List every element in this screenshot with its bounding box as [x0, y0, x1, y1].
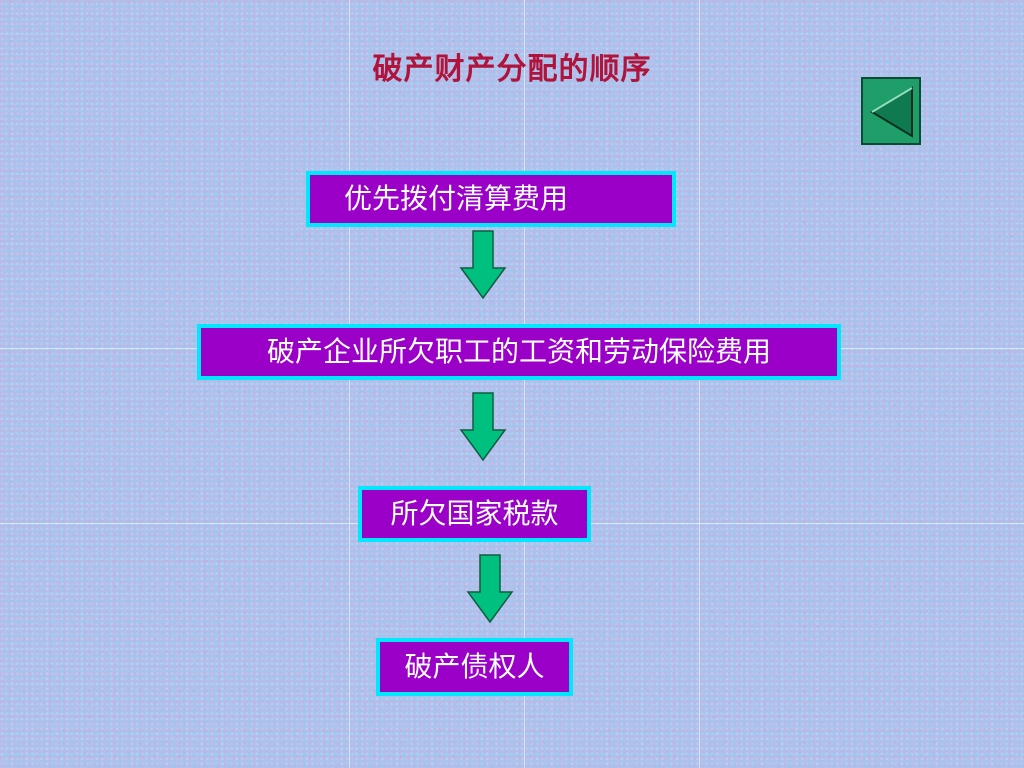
flow-step-creditors: 破产债权人: [376, 638, 573, 696]
left-triangle-icon: [870, 86, 913, 138]
flow-step-taxes: 所欠国家税款: [358, 486, 591, 542]
down-arrow-icon: [466, 554, 514, 624]
down-arrow-icon: [459, 230, 507, 300]
background-gridline: [349, 0, 350, 768]
flow-step-liquidation-costs: 优先拨付清算费用: [306, 171, 676, 227]
back-button[interactable]: [861, 77, 921, 145]
flow-step-label: 优先拨付清算费用: [344, 182, 569, 215]
down-arrow-icon: [459, 392, 507, 462]
flow-step-employee-wages: 破产企业所欠职工的工资和劳动保险费用: [197, 324, 841, 380]
flow-step-label: 所欠国家税款: [390, 497, 559, 530]
background-gridline: [699, 0, 700, 768]
slide-title: 破产财产分配的顺序: [372, 52, 652, 87]
flow-step-label: 破产企业所欠职工的工资和劳动保险费用: [266, 335, 771, 368]
background-gridline: [524, 0, 525, 768]
flow-step-label: 破产债权人: [404, 650, 545, 683]
